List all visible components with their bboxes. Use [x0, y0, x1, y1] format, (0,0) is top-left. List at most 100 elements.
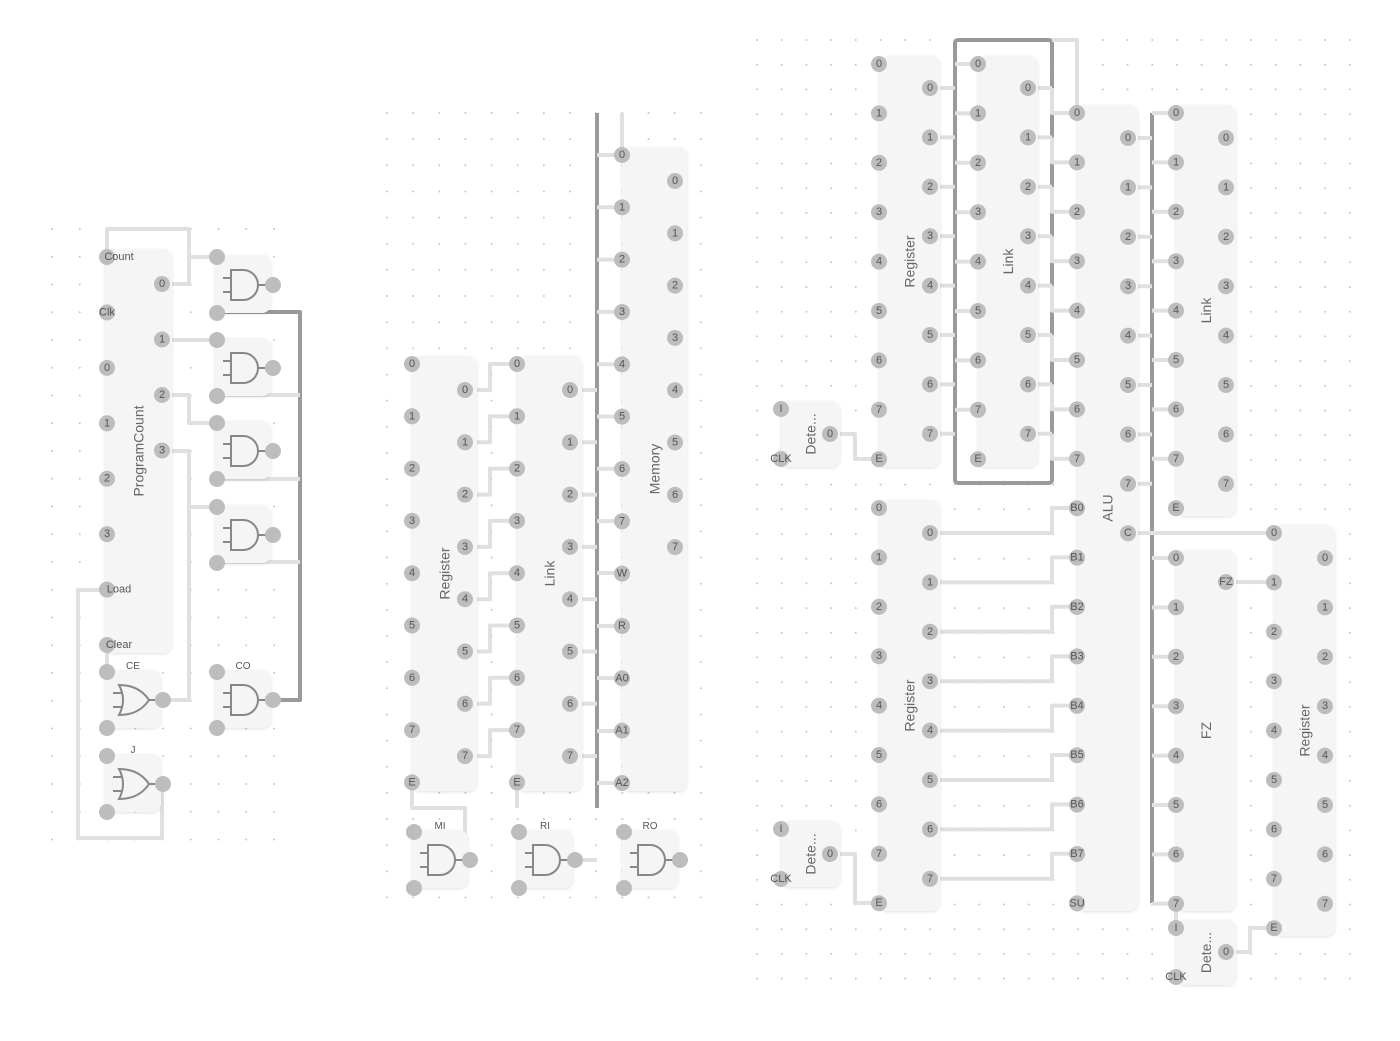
output-pin[interactable]: 4 [1120, 327, 1136, 344]
input-pin[interactable]: B6 [1069, 796, 1085, 813]
input-pin[interactable] [209, 249, 225, 265]
and-1-gate[interactable] [209, 332, 281, 404]
output-pin[interactable]: 3 [922, 673, 938, 690]
output-pin[interactable]: 2 [922, 178, 938, 195]
input-pin[interactable] [99, 664, 115, 680]
pin-dot[interactable] [1168, 203, 1184, 220]
pin-dot[interactable] [457, 643, 473, 660]
pin-dot[interactable] [154, 331, 170, 348]
input-pin[interactable]: R [614, 617, 630, 634]
input-pin[interactable]: 0 [1069, 105, 1085, 121]
output-pin[interactable]: 1 [1317, 599, 1333, 616]
output-pin[interactable]: 2 [1317, 648, 1333, 665]
output-pin[interactable]: 0 [1317, 550, 1333, 566]
output-pin[interactable]: 3 [1120, 278, 1136, 295]
input-pin[interactable]: 1 [99, 415, 115, 432]
input-pin[interactable]: A0 [614, 670, 630, 687]
pin-dot[interactable] [667, 173, 683, 189]
pin-dot[interactable] [1069, 648, 1085, 665]
output-pin[interactable]: 0 [922, 80, 938, 96]
block-body[interactable] [412, 356, 477, 791]
output-pin[interactable]: 6 [922, 376, 938, 393]
input-pin[interactable] [99, 804, 115, 820]
pin-dot[interactable] [667, 539, 683, 556]
pin-dot[interactable] [773, 401, 789, 417]
input-pin[interactable]: 7 [871, 401, 887, 418]
input-pin[interactable]: Clk [99, 304, 115, 321]
pin-dot[interactable] [822, 846, 838, 862]
pin-dot[interactable] [562, 538, 578, 555]
input-pin[interactable]: 4 [871, 697, 887, 714]
output-pin[interactable]: 6 [457, 695, 473, 712]
pin-dot[interactable] [614, 774, 630, 791]
pin-dot[interactable] [1020, 178, 1036, 195]
input-pin[interactable]: 4 [1266, 722, 1282, 739]
input-pin[interactable]: 7 [970, 401, 986, 418]
input-pin[interactable]: 6 [404, 669, 420, 686]
input-pin[interactable]: 1 [614, 199, 630, 216]
pin-dot[interactable] [1120, 377, 1136, 393]
pin-dot[interactable] [1069, 599, 1085, 615]
pin-dot[interactable] [773, 871, 789, 887]
pin-dot[interactable] [970, 303, 986, 319]
output-pin[interactable] [265, 692, 281, 708]
pin-dot[interactable] [1069, 697, 1085, 714]
co-gate[interactable]: CO [209, 661, 281, 736]
input-pin[interactable]: 1 [1069, 154, 1085, 171]
block-body[interactable] [105, 249, 172, 653]
pin-dot[interactable] [970, 56, 986, 72]
input-pin[interactable]: 1 [970, 105, 986, 122]
input-pin[interactable]: A1 [614, 722, 630, 739]
pin-dot[interactable] [562, 486, 578, 503]
output-pin[interactable]: 4 [667, 382, 683, 399]
pin-dot[interactable] [1218, 944, 1234, 960]
input-pin[interactable] [209, 499, 225, 515]
pin-dot[interactable] [1168, 648, 1184, 665]
pin-dot[interactable] [667, 382, 683, 399]
pin-dot[interactable] [1020, 228, 1036, 245]
pin-dot[interactable] [970, 105, 986, 122]
pin-dot[interactable] [871, 105, 887, 122]
input-pin[interactable]: 1 [1168, 599, 1184, 616]
input-pin[interactable]: SU [1069, 895, 1085, 912]
input-pin[interactable] [209, 415, 225, 431]
input-pin[interactable]: 3 [970, 204, 986, 221]
output-pin[interactable]: 3 [154, 442, 170, 459]
pin-dot[interactable] [1020, 129, 1036, 146]
pin-dot[interactable] [1218, 475, 1234, 492]
input-pin[interactable]: 3 [509, 512, 525, 529]
j-gate[interactable]: J [99, 745, 171, 820]
pin-dot[interactable] [922, 673, 938, 690]
pin-dot[interactable] [562, 434, 578, 451]
input-pin[interactable] [616, 880, 632, 896]
pin-dot[interactable] [922, 870, 938, 887]
pin-dot[interactable] [1069, 796, 1085, 813]
pin-dot[interactable] [1317, 648, 1333, 665]
pin-dot[interactable] [1069, 450, 1085, 467]
input-pin[interactable]: 6 [871, 352, 887, 369]
pin-dot[interactable] [922, 129, 938, 146]
output-pin[interactable]: 2 [457, 486, 473, 503]
input-pin[interactable]: 2 [871, 598, 887, 615]
pin-dot[interactable] [922, 623, 938, 640]
pin-dot[interactable] [614, 670, 630, 687]
input-pin[interactable] [511, 880, 527, 896]
output-pin[interactable]: 0 [562, 382, 578, 398]
pin-dot[interactable] [1020, 327, 1036, 343]
input-pin[interactable]: 1 [871, 549, 887, 566]
input-pin[interactable]: 1 [509, 408, 525, 425]
block-body[interactable] [1077, 105, 1138, 911]
pin-dot[interactable] [1317, 846, 1333, 863]
pin-dot[interactable] [667, 486, 683, 503]
input-pin[interactable] [99, 748, 115, 764]
pin-dot[interactable] [614, 408, 630, 425]
input-pin[interactable]: 0 [970, 56, 986, 72]
pin-dot[interactable] [871, 303, 887, 319]
pin-dot[interactable] [99, 415, 115, 432]
pin-dot[interactable] [871, 451, 887, 468]
pin-dot[interactable] [1168, 253, 1184, 270]
output-pin[interactable] [672, 852, 688, 868]
pin-dot[interactable] [457, 591, 473, 608]
pin-dot[interactable] [1069, 302, 1085, 319]
